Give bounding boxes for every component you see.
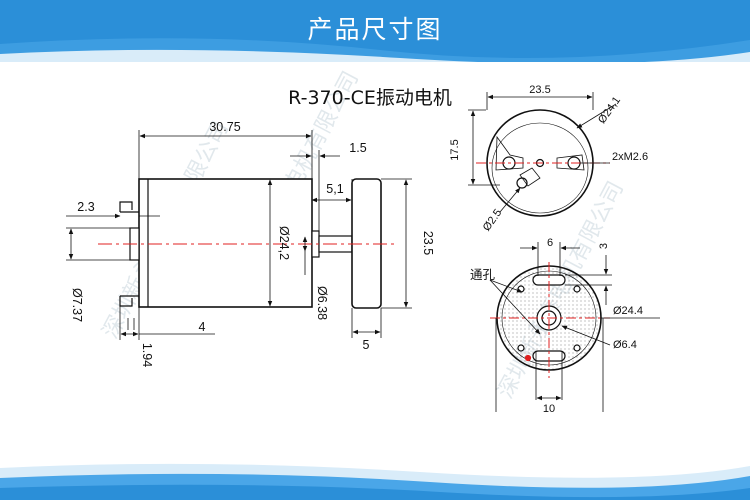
dim-bottom-width: 10	[543, 403, 555, 415]
rear-view-labels: 6 3 通孔 Ø24.4 Ø6.4 10	[470, 237, 643, 415]
footer-wave	[0, 463, 750, 500]
front-view	[468, 92, 617, 217]
dim-terminal-spacing: 4	[199, 320, 206, 334]
motor-body	[138, 178, 313, 308]
lower-terminal	[119, 295, 139, 307]
title-banner: 产品尺寸图	[0, 0, 750, 62]
side-view-labels: 30.75 1.5 2.3 5,1 Ø24,2 23.5 Ø7.37 Ø6.38…	[70, 120, 435, 367]
dim-rear-outer-diameter: Ø24.4	[613, 305, 643, 317]
dim-overall-length: 30.75	[209, 120, 240, 134]
banner-title: 产品尺寸图	[307, 15, 443, 44]
dim-slot-width: 6	[547, 237, 553, 249]
through-hole-label: 通孔	[470, 268, 496, 282]
dim-rear-center-diameter: Ø6.4	[613, 339, 637, 351]
dim-slot-offset: 3	[598, 243, 610, 249]
dim-terminal-thickness: 1.94	[140, 343, 154, 367]
upper-terminal	[119, 201, 139, 213]
dim-terminal-offset: 2.3	[77, 200, 94, 214]
side-view	[66, 130, 412, 340]
dim-shaft-length: 1.5	[349, 141, 366, 155]
dim-screws: 2xM2.6	[612, 151, 648, 163]
dim-front-height: 17.5	[449, 139, 461, 160]
dim-boss-length: 5,1	[326, 182, 343, 196]
drawing-title: R-370-CE振动电机	[288, 87, 452, 109]
dim-body-diameter: Ø24,2	[277, 226, 291, 260]
dim-boss-diameter: Ø7.37	[70, 288, 84, 322]
dim-shaft-diameter: Ø6.38	[315, 286, 329, 320]
banner-wave-graphic	[0, 0, 750, 62]
rear-view	[489, 242, 660, 412]
dim-weight-width: 5	[363, 338, 370, 352]
dim-front-diameter: Ø24,1	[596, 95, 623, 126]
dim-front-width: 23.5	[529, 84, 550, 96]
dim-weight-diameter: 23.5	[421, 231, 435, 255]
